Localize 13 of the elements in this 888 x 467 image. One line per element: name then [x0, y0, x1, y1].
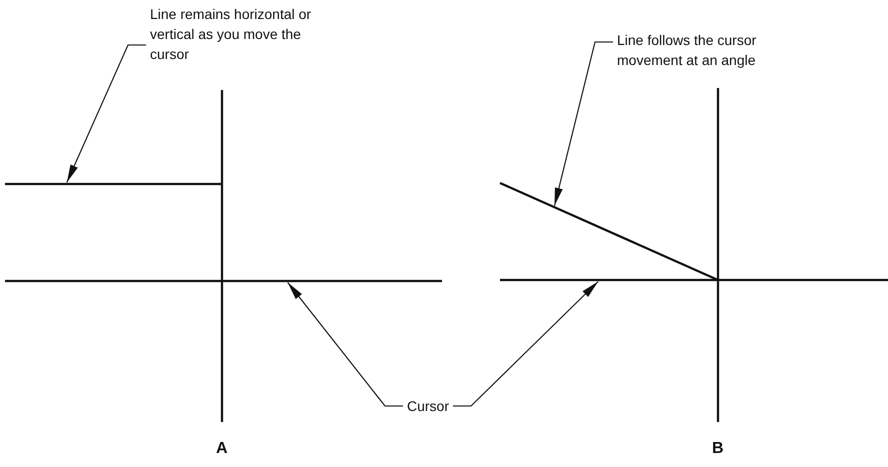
cursor-line — [500, 278, 888, 282]
panel-letter: B — [712, 440, 724, 458]
cursor-line — [5, 280, 442, 282]
panel-letter: A — [216, 440, 228, 458]
callout-text: Line remains horizontal or vertical as you move the cursor — [150, 4, 326, 64]
leader-line — [453, 281, 599, 407]
callout-text: Line follows the cursor movement at an angle — [617, 30, 787, 70]
callout-text: Cursor — [407, 396, 450, 416]
leader-line — [66, 44, 146, 183]
leader-line — [554, 41, 613, 206]
rubber-band-line — [5, 182, 222, 186]
leader-line — [287, 282, 403, 407]
rubber-band-line — [500, 182, 718, 281]
